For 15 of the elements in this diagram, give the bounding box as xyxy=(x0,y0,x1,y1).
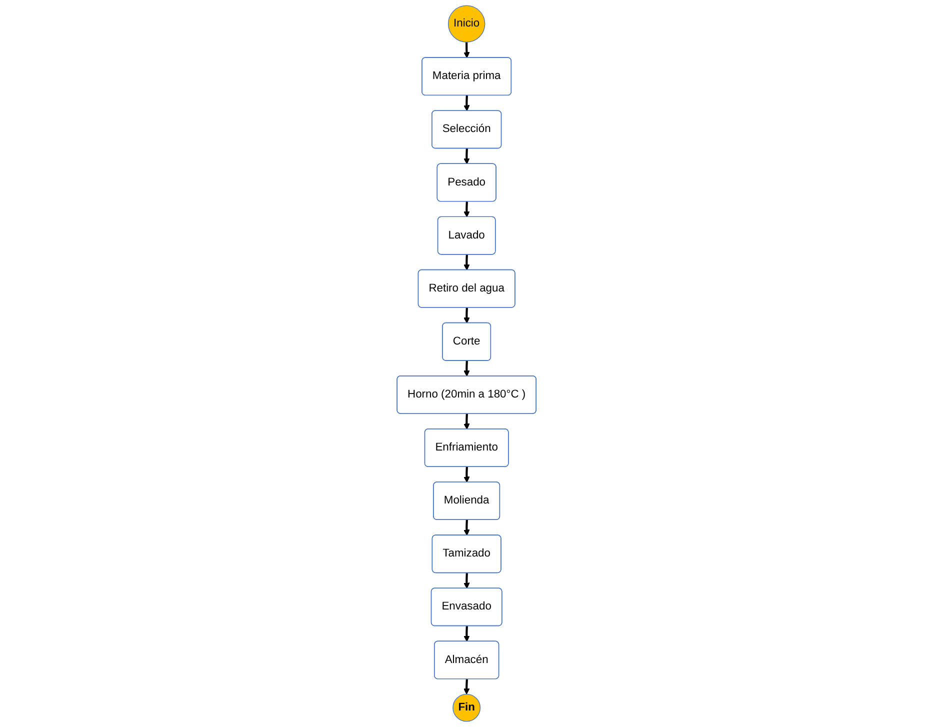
node-circle: Fin xyxy=(452,694,480,722)
arrow xyxy=(464,626,470,642)
arrow xyxy=(464,466,470,483)
arrow xyxy=(464,360,470,376)
arrow xyxy=(464,520,470,536)
arrow xyxy=(464,573,470,589)
arrow xyxy=(464,414,470,430)
arrow xyxy=(464,96,470,112)
arrow xyxy=(463,679,470,694)
arrow xyxy=(464,308,470,324)
arrow xyxy=(464,202,470,218)
arrow xyxy=(464,148,470,164)
node-circle: Inicio xyxy=(448,5,486,42)
arrow xyxy=(464,254,470,270)
arrow xyxy=(464,42,470,58)
